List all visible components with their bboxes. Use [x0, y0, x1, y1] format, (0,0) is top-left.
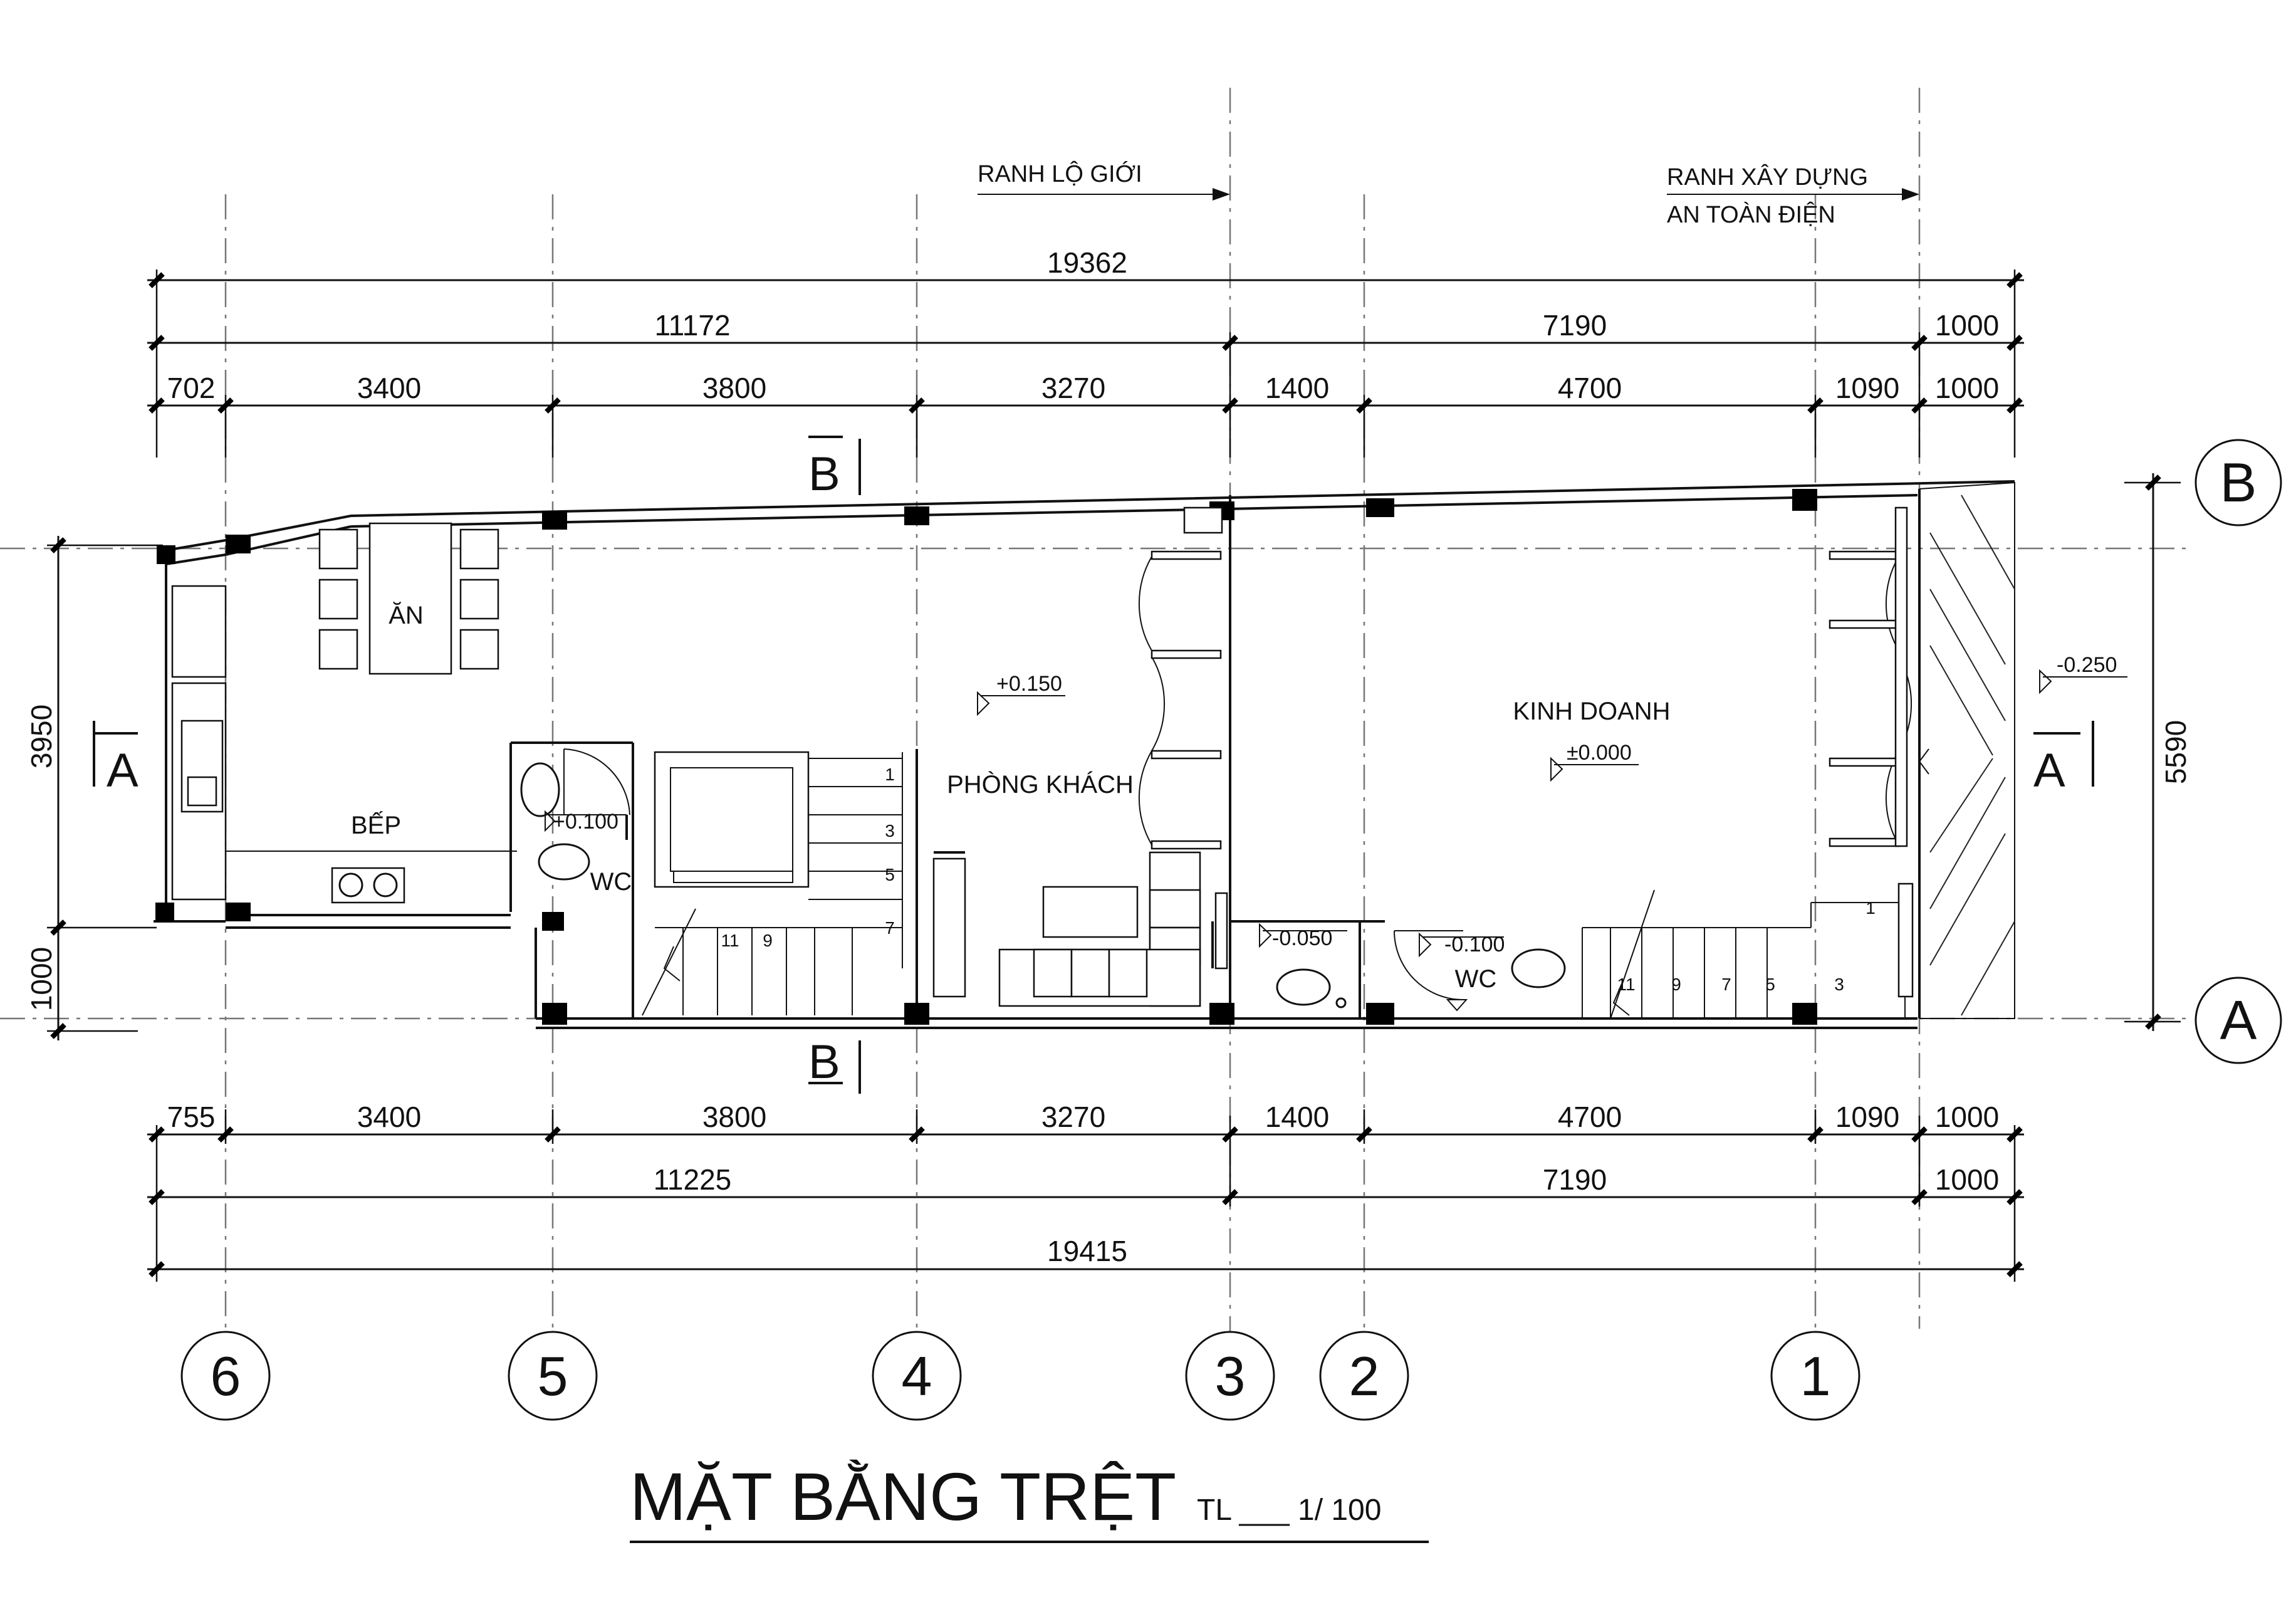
axis-6: 6	[211, 1345, 241, 1407]
dim-702: 702	[167, 372, 216, 404]
stair-left-3: 3	[885, 821, 895, 840]
level-wc-left: +0.100	[553, 810, 618, 834]
dim-left-part-bottom: 11225	[654, 1163, 732, 1196]
stair-left-1: 1	[885, 765, 895, 784]
level-mark-sidewalk: -0.250	[2039, 653, 2127, 694]
stair-right-9: 9	[1671, 975, 1681, 994]
dim-1000-left: 1000	[25, 947, 58, 1011]
axis-1: 1	[1800, 1345, 1831, 1407]
dim-1090-top: 1090	[1835, 372, 1899, 404]
washbasin	[520, 762, 560, 817]
stair-right-5: 5	[1765, 975, 1775, 994]
wc-left: WC +0.100	[520, 748, 632, 896]
kitchen-dining: ĂN BẾP	[171, 522, 517, 904]
hall: -0.050	[1259, 923, 1347, 1008]
axis-a: A	[2220, 989, 2257, 1051]
stair-left-11: 11	[721, 931, 739, 950]
dim-755: 755	[167, 1101, 216, 1133]
level-wc-right: -0.100	[1444, 933, 1505, 956]
stair-right: 1 3 5 7 9 11	[1582, 882, 1914, 1019]
stair-left-7: 7	[885, 918, 895, 938]
level-mark-living: +0.150	[977, 672, 1065, 716]
dim-3270-bottom: 3270	[1041, 1101, 1105, 1133]
dim-4700-bottom: 4700	[1558, 1101, 1622, 1133]
boundary-notes: RANH LỘ GIỚI RANH XÂY DỰNG AN TOÀN ĐIỆN	[978, 160, 1919, 228]
section-markers: B B A A	[93, 436, 2094, 1094]
room-label-kitchen: BẾP	[351, 810, 401, 839]
axis-4: 4	[902, 1345, 932, 1407]
dim-3400-bottom: 3400	[357, 1101, 421, 1133]
room-label-dining: ĂN	[389, 601, 424, 629]
dim-1400-top: 1400	[1265, 372, 1329, 404]
level-sidewalk: -0.250	[2057, 653, 2117, 677]
dining-table	[368, 522, 452, 675]
toilet	[538, 843, 590, 881]
axis-5: 5	[538, 1345, 568, 1407]
section-a-right: A	[2033, 744, 2065, 797]
dim-right-part-bottom: 1000	[1935, 1163, 1999, 1196]
section-b-bottom: B	[808, 1035, 840, 1089]
stair-right-7: 7	[1721, 975, 1731, 994]
road-limit-note: RANH LỘ GIỚI	[978, 160, 1142, 187]
bottom-dimensions: 755 3400 3800 3270 1400 4700 1090 1000 1…	[147, 1101, 2024, 1282]
safety-line-note-2: AN TOÀN ĐIỆN	[1667, 201, 1835, 228]
toilet-right	[1511, 948, 1566, 988]
dim-3400-top: 3400	[357, 372, 421, 404]
axis-2: 2	[1349, 1345, 1380, 1407]
tea-table	[1042, 886, 1139, 938]
sidewalk-hatch: -0.250	[1918, 495, 2127, 1016]
level-mark-business: ±0.000	[1550, 741, 1639, 782]
business-room: KINH DOANH ±0.000	[1513, 506, 1912, 847]
side-dimensions: 3950 1000 5590	[25, 473, 2192, 1040]
grid-bubbles: 6 5 4 3 2 1 B A	[180, 439, 2282, 1421]
dim-mid-part-bottom: 7190	[1543, 1163, 1607, 1196]
level-mark-wc-left: +0.100	[545, 810, 627, 834]
basin-hall	[1276, 968, 1331, 1006]
level-business: ±0.000	[1567, 741, 1632, 765]
stair-left-9: 9	[763, 931, 773, 950]
living-room: PHÒNG KHÁCH +0.150	[947, 506, 1228, 1007]
dim-3800-top: 3800	[702, 372, 766, 404]
drawing-scale: TL ___ 1/ 100	[1197, 1494, 1381, 1527]
fridge	[171, 585, 227, 678]
dim-total-top: 19362	[1047, 246, 1127, 279]
stair-right-11: 11	[1617, 975, 1635, 994]
stair-left-5: 5	[885, 865, 895, 884]
dim-5590: 5590	[2159, 720, 2192, 784]
dim-3950: 3950	[25, 704, 58, 768]
lift-shaft	[654, 751, 810, 888]
dim-left-part-top: 11172	[654, 309, 730, 342]
dim-1090-bottom: 1090	[1835, 1101, 1899, 1133]
dim-3800-bottom: 3800	[702, 1101, 766, 1133]
dim-total-bottom: 19415	[1047, 1235, 1127, 1267]
stair-right-1: 1	[1866, 898, 1876, 918]
room-label-business: KINH DOANH	[1513, 698, 1670, 725]
stair-left: 1 3 5 7 9 11	[642, 751, 966, 1016]
dim-1000-bottom: 1000	[1935, 1101, 1999, 1133]
stair-right-3: 3	[1834, 975, 1844, 994]
axis-3: 3	[1215, 1345, 1246, 1407]
axis-b: B	[2220, 451, 2257, 513]
dim-4700-top: 4700	[1558, 372, 1622, 404]
dim-3270-top: 3270	[1041, 372, 1105, 404]
room-label-wc-right: WC	[1455, 965, 1497, 993]
dim-1400-bottom: 1400	[1265, 1101, 1329, 1133]
room-label-living: PHÒNG KHÁCH	[947, 770, 1134, 798]
top-dimensions: 19362 11172 7190 1000 702 3400 3800 3270…	[147, 246, 2024, 458]
section-a-left: A	[107, 744, 138, 797]
drawing-title: MẶT BẰNG TRỆT	[630, 1458, 1176, 1534]
drawing-title-block: MẶT BẰNG TRỆT TL ___ 1/ 100	[630, 1458, 1429, 1543]
level-hall: -0.050	[1272, 926, 1332, 950]
dim-mid-part-top: 7190	[1543, 309, 1607, 342]
section-b-top: B	[808, 448, 840, 501]
dim-1000-top: 1000	[1935, 372, 1999, 404]
safety-line-note-1: RANH XÂY DỰNG	[1667, 164, 1868, 191]
level-living: +0.150	[996, 672, 1062, 696]
wc-right: WC -0.100	[1394, 930, 1566, 1012]
level-mark-hall: -0.050	[1259, 923, 1347, 950]
dim-right-part-top: 1000	[1935, 309, 1999, 342]
room-label-wc-left: WC	[590, 868, 632, 896]
level-mark-wc-right: -0.100	[1419, 932, 1505, 958]
